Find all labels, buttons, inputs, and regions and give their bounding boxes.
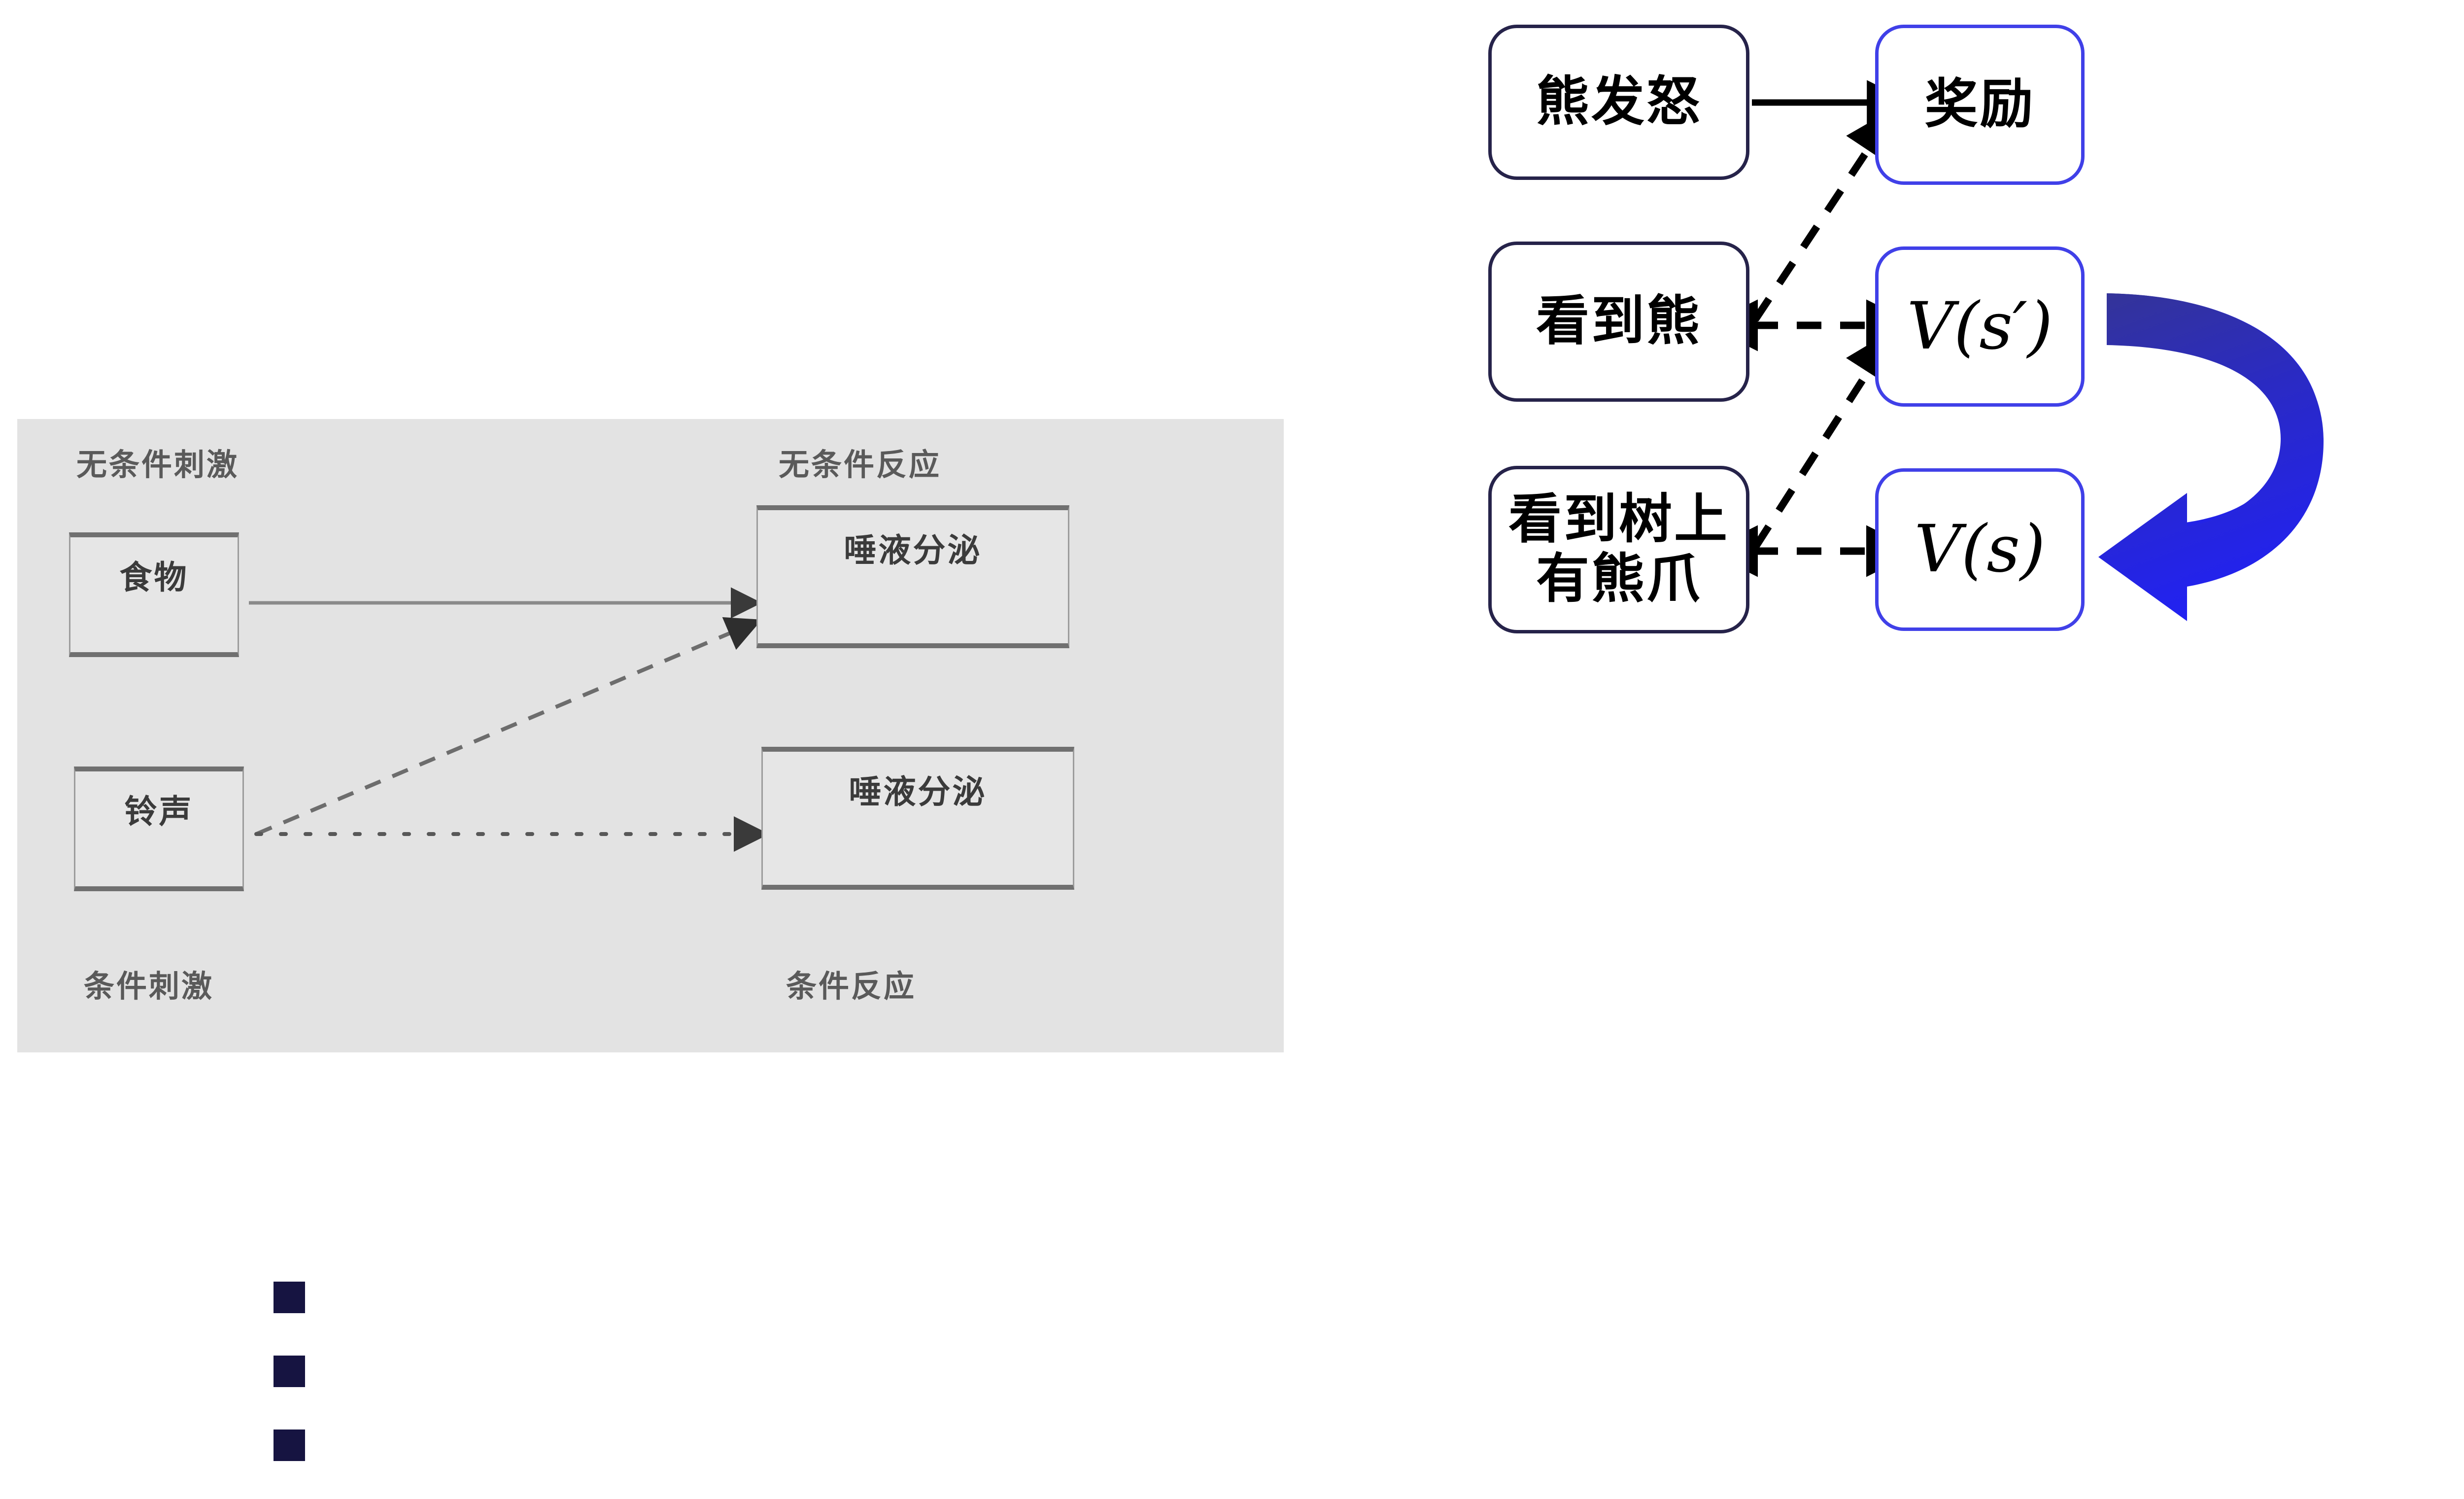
pavlov-box-bell-label: 铃声 xyxy=(124,793,194,831)
edge-see-bear-to-reward xyxy=(1752,107,1897,322)
classical-conditioning-panel: 无条件刺激 无条件反应 条件刺激 条件反应 食物 铃声 xyxy=(17,419,1284,1052)
label-conditioned-response: 条件反应 xyxy=(786,968,917,1004)
edge-bear-paw-to-v-s-prime xyxy=(1752,328,1896,550)
td-box-see-bear[interactable]: 看到熊 xyxy=(1488,242,1749,402)
label-unconditioned-response: 无条件反应 xyxy=(779,447,942,483)
pavlov-box-food: 食物 xyxy=(69,532,239,657)
pavlov-arrows xyxy=(249,587,769,852)
td-box-reward[interactable]: 奖励 xyxy=(1875,25,2085,185)
td-box-v-s[interactable]: V(s) xyxy=(1875,468,2085,631)
td-box-v-s-prime[interactable]: V(s′) xyxy=(1875,246,2085,407)
ellipsis-square xyxy=(274,1429,305,1461)
td-box-reward-label: 奖励 xyxy=(1924,73,2035,136)
value-update-loop-arrow xyxy=(2098,293,2324,621)
td-box-v-s-label: V(s) xyxy=(1914,511,2046,588)
label-unconditioned-stimulus: 无条件刺激 xyxy=(76,447,240,483)
td-box-bear-paw-label: 看到树上 有熊爪 xyxy=(1508,488,1729,610)
label-conditioned-stimulus: 条件刺激 xyxy=(84,968,214,1004)
td-box-bear-angry[interactable]: 熊发怒 xyxy=(1488,25,1749,180)
pavlov-box-food-label: 食物 xyxy=(119,558,189,596)
td-learning-panel: 熊发怒 看到熊 看到树上 有熊爪 奖励 V(s′) V(s) xyxy=(1454,0,2464,1499)
td-box-bear-paw[interactable]: 看到树上 有熊爪 xyxy=(1488,466,1749,633)
td-box-bear-angry-label: 熊发怒 xyxy=(1536,71,1702,133)
td-edges-and-loop xyxy=(1706,80,2324,621)
ellipsis-square xyxy=(274,1356,305,1387)
pavlov-box-salivation-unconditioned: 唾液分泌 xyxy=(756,505,1069,648)
pavlov-box-bell: 铃声 xyxy=(74,767,244,891)
td-box-see-bear-label: 看到熊 xyxy=(1536,290,1702,352)
pavlov-box-salivation-conditioned: 唾液分泌 xyxy=(761,747,1074,890)
left-column-ellipsis xyxy=(274,1282,305,1461)
ellipsis-square xyxy=(274,1282,305,1313)
td-box-v-s-prime-label: V(s′) xyxy=(1907,288,2053,364)
pavlov-box-salivation-conditioned-label: 唾液分泌 xyxy=(849,773,987,811)
pavlov-box-salivation-unconditioned-label: 唾液分泌 xyxy=(844,531,982,569)
